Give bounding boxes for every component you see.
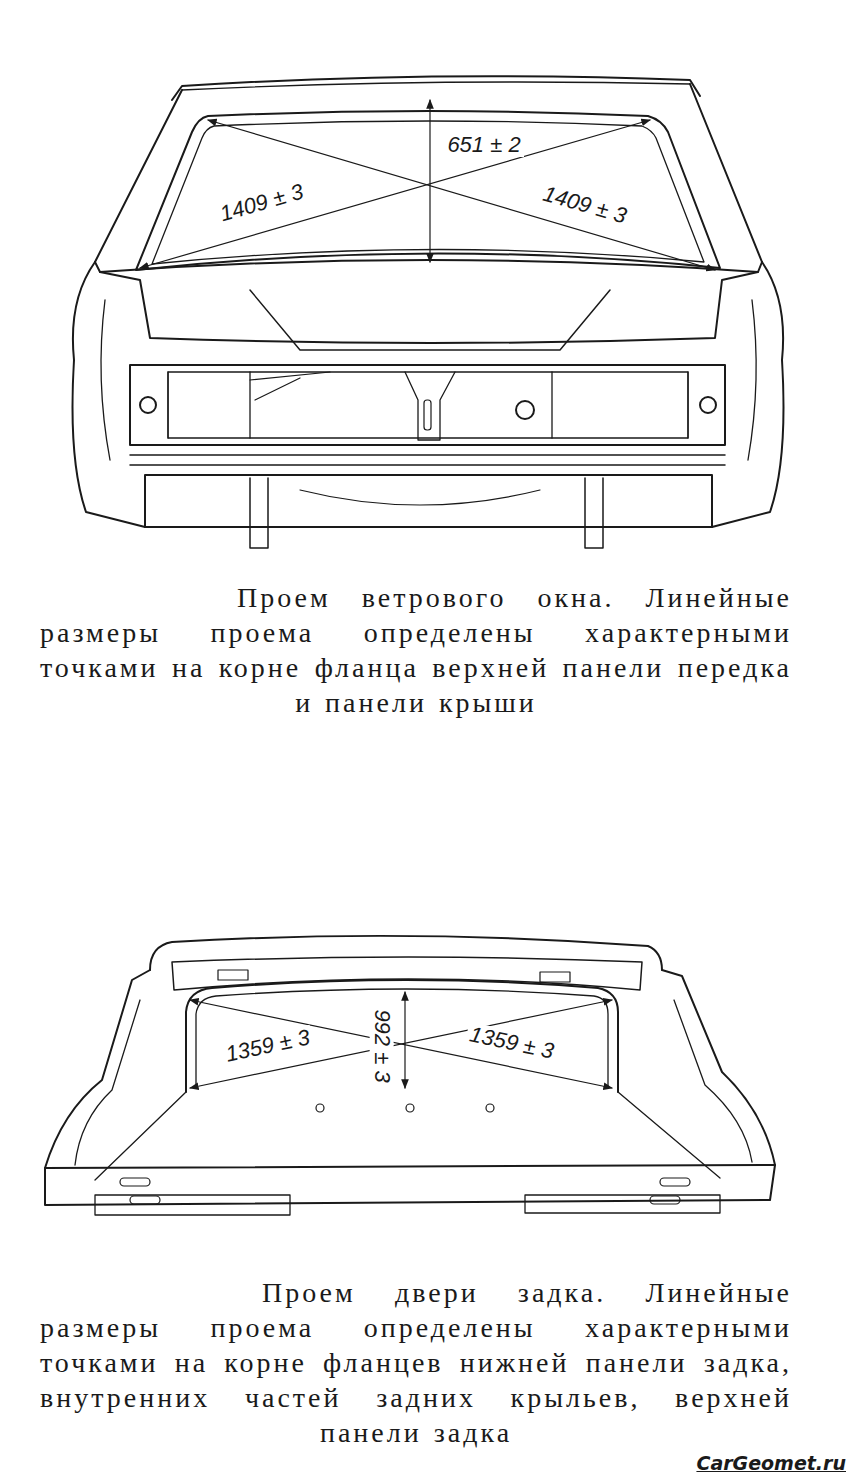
fender-left (73, 262, 146, 527)
fender-line-left (101, 300, 110, 460)
apron-contour (300, 490, 540, 505)
figure-caption: Проем двери задка. Линейные размеры прое… (40, 1275, 792, 1450)
hole (516, 401, 534, 419)
center-post (405, 372, 455, 440)
cowl-panel (100, 272, 758, 343)
front-panel-inner (168, 372, 688, 438)
bumper-beam (130, 455, 725, 465)
brackets (250, 478, 603, 548)
panel-posts (168, 372, 688, 438)
figure-caption: Проем ветрового окна. Линейные размеры п… (40, 580, 792, 720)
hole (316, 1104, 324, 1112)
hinge-plate (540, 972, 570, 982)
center-slot (424, 400, 431, 430)
dimension-label: 1409 ± 3 (215, 179, 310, 227)
dimension-label: 651 ± 2 (444, 133, 523, 157)
hole (406, 1104, 414, 1112)
front-panel (130, 365, 725, 445)
panel-brace (250, 372, 330, 400)
windshield-opening (136, 111, 720, 270)
slot (130, 1196, 160, 1204)
pillar-line-left (75, 1000, 140, 1165)
rear-panel (45, 1165, 775, 1205)
fender-right (712, 262, 784, 527)
hinge-plate (218, 970, 248, 980)
dimension-line (190, 1000, 612, 1088)
lower-apron (145, 475, 712, 527)
roof-edge (172, 76, 700, 100)
cowl-center (250, 290, 610, 350)
hole (140, 397, 156, 413)
pillar-line-right (674, 1000, 752, 1162)
slot (120, 1178, 150, 1186)
lower-panel-edges (95, 1092, 720, 1180)
roof-flange (182, 82, 690, 90)
cowl-edge (95, 260, 762, 272)
dimension-label: 1359 ± 3 (465, 1022, 559, 1064)
panel-recess (95, 1195, 720, 1215)
hole (700, 397, 716, 413)
dimension-line (404, 992, 405, 1088)
a-pillar-right (690, 84, 762, 262)
a-pillar-left (95, 90, 182, 262)
dimension-line (140, 120, 650, 268)
tailgate-flange (196, 989, 608, 1088)
rear-body (45, 936, 775, 1215)
front-body (73, 76, 784, 548)
slot (650, 1196, 680, 1204)
pillar-right (662, 970, 775, 1165)
roof-edge (150, 936, 662, 970)
dimension-line (190, 1000, 612, 1088)
hole (486, 1104, 494, 1112)
watermark: CarGeomet.ru (696, 1452, 846, 1474)
dimension-line (208, 120, 715, 270)
fender-line-right (748, 300, 756, 460)
tailgate-opening (186, 980, 618, 1092)
dimension-label: 1359 ± 3 (221, 1025, 315, 1067)
slot (660, 1178, 690, 1186)
dimension-line (429, 100, 430, 262)
pillar-left (45, 970, 150, 1168)
dimension-label: 992 ± 3 (370, 1006, 394, 1085)
dimension-label: 1409 ± 3 (538, 181, 633, 229)
